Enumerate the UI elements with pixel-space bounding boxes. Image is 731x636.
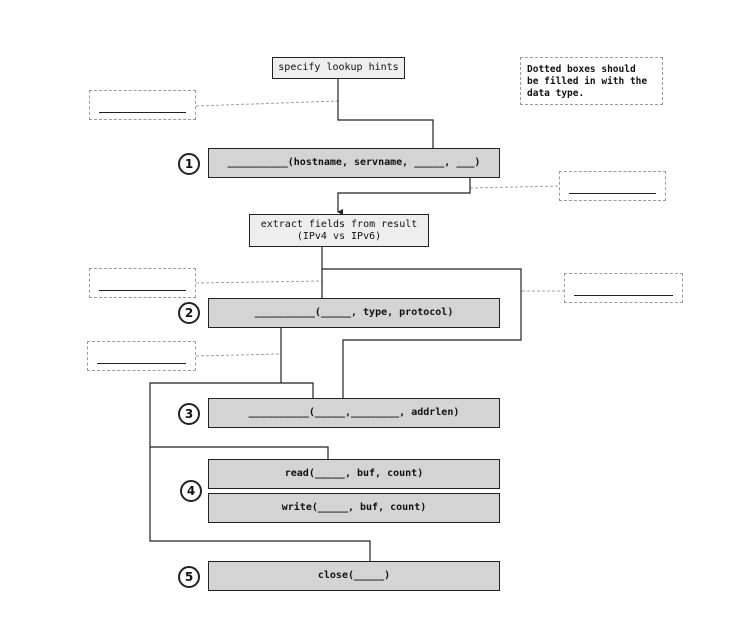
dotted-answer-box-s2[interactable] xyxy=(87,341,196,371)
dotted-answer-box-s1[interactable] xyxy=(559,171,666,201)
step-number-5: 5 xyxy=(178,566,200,588)
dotted-answer-box-extract-right[interactable] xyxy=(564,273,683,303)
blank-line xyxy=(97,363,186,364)
leader-hints xyxy=(195,100,339,107)
step-4-read-box: read(_____, buf, count) xyxy=(208,459,500,489)
leader-s1-right xyxy=(469,185,560,189)
step-4-write-box: write(_____, buf, count) xyxy=(208,493,500,523)
step-number-3: 3 xyxy=(178,403,200,425)
step-1-call-box: __________(hostname, servname, _____, __… xyxy=(208,148,500,178)
step-number-1: 1 xyxy=(178,153,200,175)
arrow-s2-to-s5 xyxy=(149,447,375,574)
blank-line xyxy=(99,112,186,113)
lookup-hints-box: specify lookup hints xyxy=(272,57,405,79)
dotted-answer-box-extract-left[interactable] xyxy=(89,268,196,298)
step-5-call-box: close(_____) xyxy=(208,561,500,591)
arrow-s1-to-extract xyxy=(337,178,471,215)
arrow-s2-to-s3 xyxy=(280,328,318,409)
step-2-call-box: __________(_____, type, protocol) xyxy=(208,298,500,328)
blank-line xyxy=(99,290,186,291)
leader-s2-left xyxy=(195,353,281,357)
extract-fields-box: extract fields from result (IPv4 vs IPv6… xyxy=(249,214,429,247)
step-number-2: 2 xyxy=(178,302,200,324)
arrow-hints-to-s1 xyxy=(337,79,438,160)
blank-line xyxy=(569,193,656,194)
dotted-answer-box-hints[interactable] xyxy=(89,90,196,120)
step-3-call-box: __________(_____,________, addrlen) xyxy=(208,398,500,428)
blank-line xyxy=(574,295,673,296)
arrow-extract-to-s3 xyxy=(322,268,522,409)
step-number-4: 4 xyxy=(180,480,202,502)
instruction-note: Dotted boxes should be filled in with th… xyxy=(520,57,663,105)
leader-extract-left xyxy=(195,280,323,284)
